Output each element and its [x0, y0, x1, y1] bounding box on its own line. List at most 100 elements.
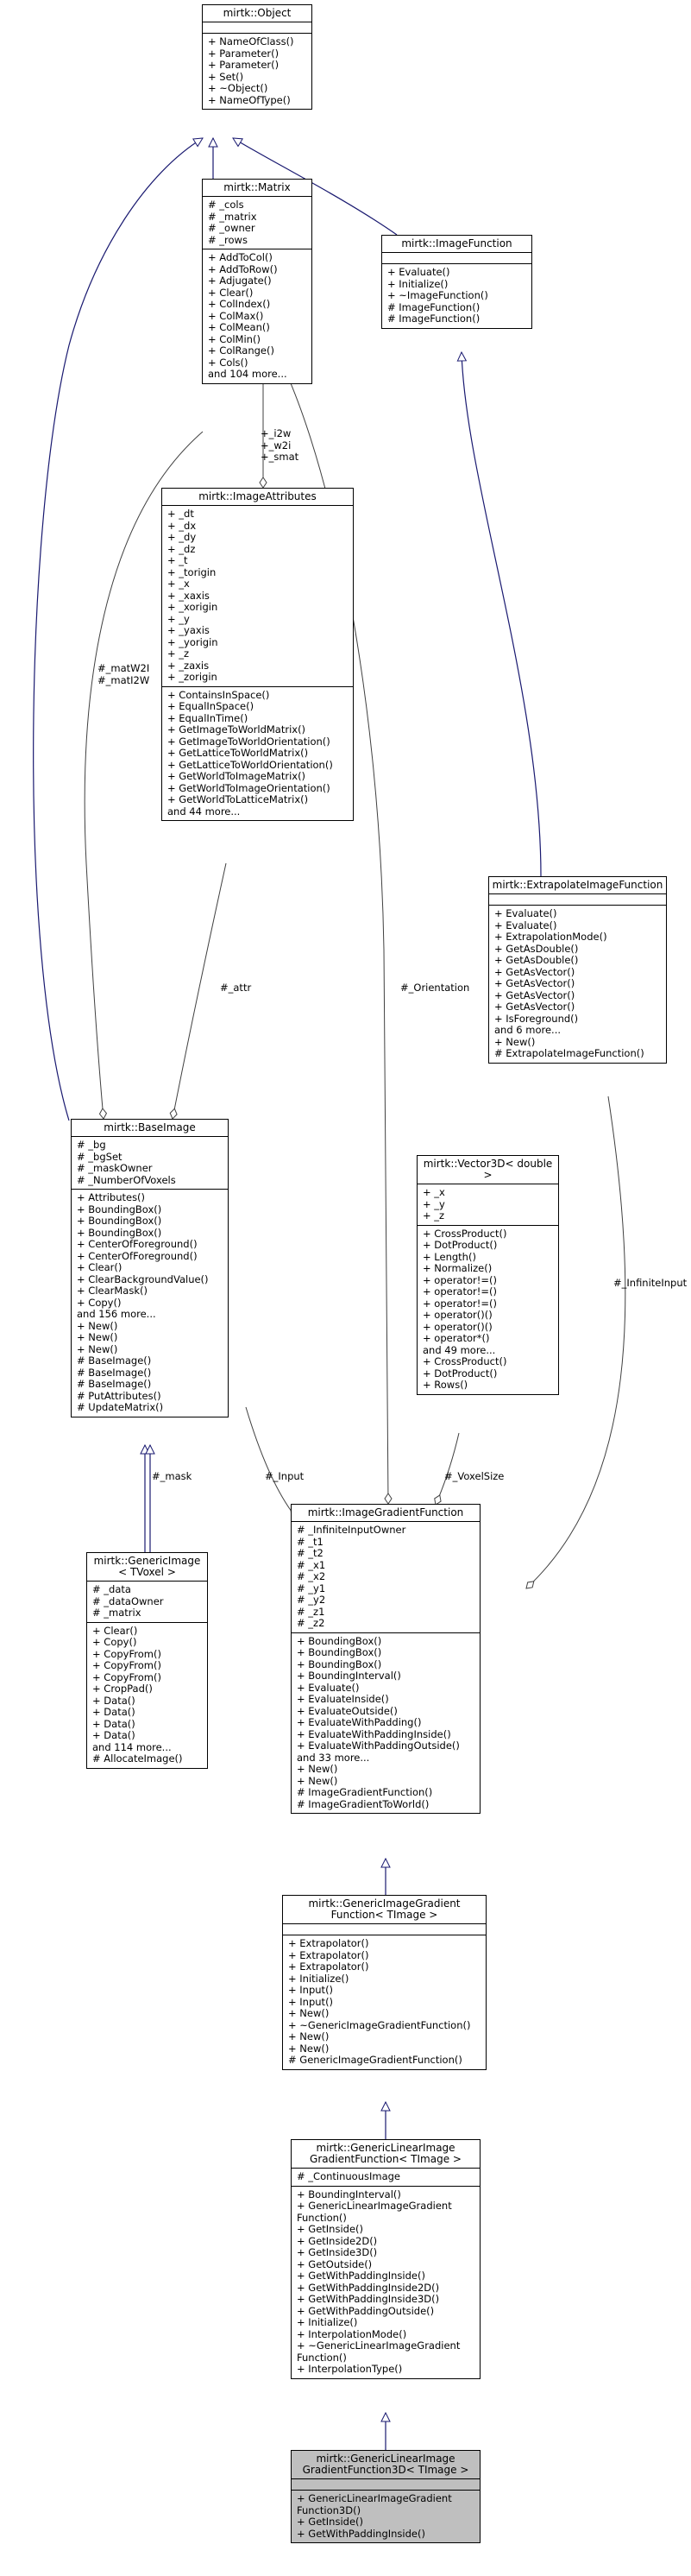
class-methods-line: + GetInside2D() [297, 2234, 378, 2247]
edge-label-attr: #_attr [220, 982, 252, 994]
class-methods-line: # BaseImage() [77, 1366, 152, 1379]
class-attributes-line: + _y [423, 1197, 445, 1210]
class-methods-line: + GetInside3D() [297, 2246, 378, 2258]
class-attributes: # _data# _dataOwner# _matrix [87, 1582, 207, 1623]
class-methods-line: + Input() [288, 1984, 334, 1996]
class-methods-line: + New() [77, 1319, 118, 1332]
class-methods-line: + IsForeground() [494, 1012, 579, 1025]
class-methods-line: + operator()() [423, 1320, 493, 1333]
class-attributes-line: # _rows [208, 233, 248, 246]
class-methods-line: + New() [297, 1763, 338, 1775]
class-methods-line: + Extrapolator() [288, 1937, 369, 1949]
class-title: mirtk::ImageFunction [382, 236, 531, 253]
class-methods-line: + EvaluateWithPaddingInside() [297, 1727, 451, 1740]
class-methods-line: + operator!=() [423, 1273, 497, 1286]
edge-baseimage-object [33, 138, 203, 1121]
class-methods-line: + Copy() [77, 1296, 122, 1309]
class-attributes-line: # _matrix [92, 1607, 141, 1619]
class-methods-line: + New() [288, 2030, 330, 2042]
class-methods-line: + ~GenericImageGradientFunction() [288, 2018, 471, 2031]
class-methods-line: and 156 more... [77, 1308, 156, 1320]
class-methods-line: + DotProduct() [423, 1239, 498, 1251]
class-methods-line: + New() [288, 2007, 330, 2019]
class-methods-line: + ClearBackgroundValue() [77, 1272, 209, 1285]
class-title-line: mirtk::GenericLinearImage [316, 2453, 455, 2465]
class-methods-line: + EvaluateWithPaddingOutside() [297, 1739, 460, 1752]
edge-label-matw2i: #_matW2I #_matI2W [97, 662, 150, 686]
class-title-line: mirtk::GenericImage [93, 1555, 201, 1567]
class-title: mirtk::BaseImage [72, 1120, 228, 1137]
class-methods-line: + BoundingBox() [297, 1657, 382, 1670]
class-box-image-function[interactable]: mirtk::ImageFunction+ Evaluate()+ Initia… [381, 235, 532, 329]
class-title-line: mirtk::GenericImageGradient [308, 1897, 461, 1910]
class-methods-line: + Adjugate() [208, 275, 272, 287]
class-attributes-line: # _t2 [297, 1547, 324, 1559]
class-methods-line: + New() [77, 1342, 118, 1355]
class-box-generic-image[interactable]: mirtk::GenericImage< TVoxel ># _data# _d… [86, 1552, 208, 1769]
class-methods-line: + GetInside() [297, 2516, 364, 2528]
class-methods-line: + Attributes() [77, 1191, 146, 1203]
class-attributes-line: + _torigin [167, 565, 217, 578]
class-methods-line: + Data() [92, 1717, 135, 1730]
class-methods: + NameOfClass()+ Parameter()+ Parameter(… [203, 34, 311, 109]
class-methods-line: + NameOfClass() [208, 35, 294, 47]
class-methods-line: + Initialize() [297, 2316, 358, 2328]
class-attributes-line: + _dy [167, 531, 197, 543]
class-methods-line: + BoundingBox() [77, 1226, 162, 1239]
class-methods-line: + Evaluate() [494, 919, 557, 931]
edge-label-voxel-size: #_VoxelSize [444, 1470, 505, 1482]
class-box-image-gradient-function[interactable]: mirtk::ImageGradientFunction# _InfiniteI… [291, 1504, 481, 1814]
class-methods-line: + Input() [288, 1995, 334, 2008]
class-methods-line: + GetWorldToImageMatrix() [167, 770, 306, 782]
class-box-object[interactable]: mirtk::Object+ NameOfClass()+ Parameter(… [202, 4, 312, 110]
class-methods-line: + ~GenericLinearImageGradient [297, 2339, 461, 2352]
class-methods-line: + EvaluateInside() [297, 1693, 389, 1705]
class-box-matrix[interactable]: mirtk::Matrix# _cols# _matrix# _owner# _… [202, 179, 312, 384]
class-methods: + BoundingInterval()+ GenericLinearImage… [292, 2187, 480, 2378]
class-attributes [203, 22, 311, 34]
class-methods-line: + GetWithPaddingInside() [297, 2270, 425, 2282]
class-attributes-line: + _yorigin [167, 635, 218, 648]
class-attributes: + _x+ _y+ _z [418, 1184, 558, 1226]
class-box-extrapolate-image-function[interactable]: mirtk::ExtrapolateImageFunction+ Evaluat… [488, 876, 667, 1064]
class-attributes [489, 894, 666, 906]
class-methods-line: + BoundingBox() [297, 1634, 382, 1647]
class-methods: + Evaluate()+ Evaluate()+ ExtrapolationM… [489, 906, 666, 1063]
class-methods-line: + BoundingBox() [77, 1215, 162, 1227]
class-title-line: < TVoxel > [118, 1566, 176, 1578]
class-methods: + Attributes() + BoundingBox()+ BoundingB… [72, 1190, 228, 1417]
class-methods-line: + Normalize() [423, 1262, 493, 1274]
class-methods-line: + Extrapolator() [288, 1948, 369, 1961]
class-methods-line: + GetAsVector() [494, 977, 575, 989]
class-box-base-image[interactable]: mirtk::BaseImage# _bg# _bgSet# _maskOwne… [71, 1119, 229, 1417]
class-methods-line: + Clear() [77, 1261, 122, 1273]
class-methods-line: + GenericLinearImageGradient [297, 2200, 452, 2212]
class-title: mirtk::ImageGradientFunction [292, 1505, 480, 1522]
class-attributes-line: # _matrix [208, 210, 257, 223]
class-attributes-line: # _data [92, 1583, 131, 1595]
class-methods-line: + GetWithPaddingInside2D() [297, 2281, 440, 2294]
class-box-vector3d[interactable]: mirtk::Vector3D< double >+ _x+ _y+ _z+ C… [417, 1155, 559, 1395]
class-attributes-line: + _t [167, 554, 188, 566]
class-methods-line: Function3D() [297, 2503, 361, 2516]
class-attributes-line: # _maskOwner [77, 1162, 153, 1174]
class-methods-line: Function() [297, 2351, 347, 2364]
class-title-line: GradientFunction3D< TImage > [302, 2464, 469, 2476]
class-attributes-line: # _ContinuousImage [297, 2170, 401, 2182]
class-title-line: mirtk::ImageAttributes [198, 490, 317, 502]
class-methods-line: + Rows() [423, 1379, 468, 1391]
class-attributes-line: + _x [167, 578, 190, 590]
class-box-image-attributes[interactable]: mirtk::ImageAttributes+ _dt+ _dx+ _dy+ _… [161, 488, 354, 821]
edge-label-infinite-input: #_InfiniteInput [613, 1277, 688, 1289]
class-methods-line: # AllocateImage() [92, 1752, 183, 1765]
class-methods-line: + GetAsVector() [494, 988, 575, 1001]
class-methods-line: + Copy() [92, 1636, 137, 1648]
class-title-line: mirtk::Vector3D< double > [423, 1158, 553, 1181]
class-methods-line: + GetImageToWorldOrientation() [167, 735, 330, 748]
class-methods-line: + ClearMask() [77, 1285, 148, 1297]
